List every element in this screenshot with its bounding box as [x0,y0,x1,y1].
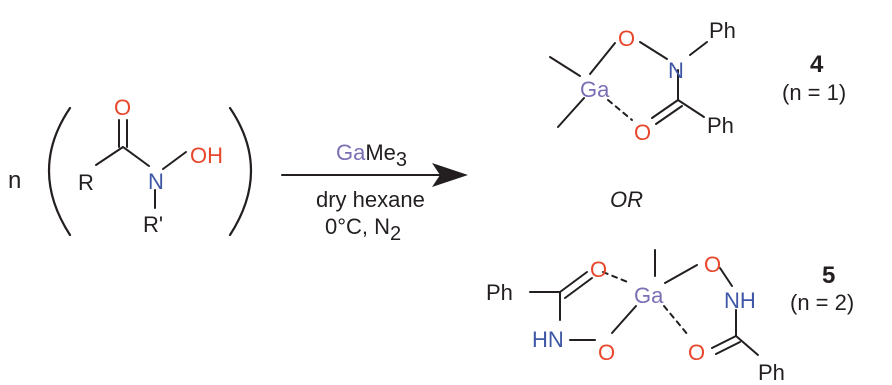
bond-methyl-top [549,56,581,77]
atom-nh-right: NH [724,288,756,313]
bond-r-c [95,146,124,166]
atom-r: R [78,170,94,195]
atom-o-right-bottom: O [688,340,705,365]
atom-ph-top: Ph [709,18,736,43]
product-5: Ph O Ga O NH HN O O Ph 5 (n = 2) [486,249,854,385]
solvent-label: dry hexane [316,187,425,212]
bond-o-nh [719,267,733,287]
compound-label-4: 4 [810,51,824,78]
bond-o-ga-left [611,305,637,334]
atom-ph-left: Ph [486,280,513,305]
n-value-4: (n = 1) [782,80,846,105]
atom-ga: Ga [634,283,664,308]
atom-o-right-top: O [704,252,721,277]
atom-oh: OH [190,143,223,168]
reaction-arrow: GaMe3 dry hexane 0°C, N2 [281,140,468,245]
dative-o-ga-left [602,271,631,284]
dative-ga-o-right [663,305,689,336]
atom-o-left: O [590,257,607,282]
bond-o-n [639,41,668,60]
bond-c-o-right-a [711,335,737,349]
atom-ph-bottom: Ph [707,113,734,138]
atom-o-top: O [618,26,635,51]
bond-c-o-a [651,99,679,119]
reagent-label: GaMe3 [336,140,407,171]
dative-ga-o [607,99,633,121]
right-parenthesis [228,106,253,237]
atom-o-carbonyl: O [114,95,131,120]
bond-c-o-left-b [564,277,593,299]
bond-c-o-left-a [559,271,588,293]
bond-methyl-bottom [557,97,585,128]
n-value-5: (n = 2) [790,290,854,315]
atom-n: N [148,169,164,194]
bond-ga-o-right [664,264,698,284]
coefficient-n: n [8,167,21,194]
reactant: n O R N OH R' [8,95,253,237]
or-separator: OR [610,187,643,212]
atom-ph-right: Ph [758,360,785,385]
left-parenthesis [47,106,72,237]
bond-c-o-right-b [715,341,741,355]
atom-r-prime: R' [143,212,163,237]
bond-c-ph [677,99,705,118]
bond-n-o [162,151,187,170]
atom-o-bottom: O [634,120,651,145]
bond-ga-o [589,42,616,75]
atom-n: N [668,58,684,83]
arrow-head [432,163,468,187]
conditions-label: 0°C, N2 [325,214,401,245]
bond-c-o-b [655,105,683,125]
product-4: O N Ph Ga O Ph 4 (n = 1) [549,18,846,145]
compound-label-5: 5 [822,262,835,289]
atom-o-left-bottom: O [598,340,615,365]
atom-ga: Ga [580,77,610,102]
bond-c-ph-right [735,335,759,356]
bond-n-ph [689,41,708,56]
bond-c-n [122,146,150,167]
atom-hn-left: HN [532,327,564,352]
